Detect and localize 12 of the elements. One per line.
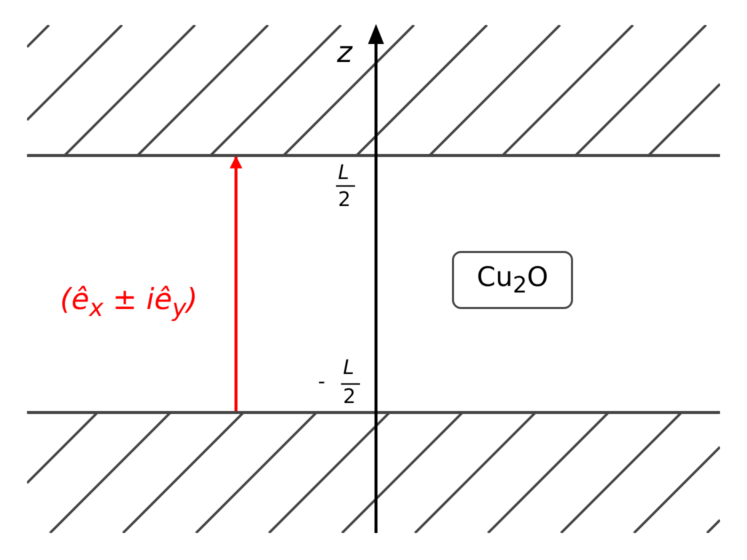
fraction-numerator: L xyxy=(343,357,354,377)
axis-label: z xyxy=(337,38,352,67)
fraction-denominator: 2 xyxy=(338,189,351,209)
material-box xyxy=(452,251,573,309)
material-label: Cu$_{2}$O xyxy=(476,262,548,298)
fraction-numerator: L xyxy=(338,162,350,182)
minus-sign: - xyxy=(318,371,326,391)
interface-line xyxy=(27,154,720,157)
interface-line xyxy=(27,411,720,414)
edge-label: (ê$_{x}$ ± iê$_{y}$) xyxy=(60,285,198,320)
polarization-arrow xyxy=(230,156,242,411)
fraction-denominator: 2 xyxy=(343,386,356,406)
